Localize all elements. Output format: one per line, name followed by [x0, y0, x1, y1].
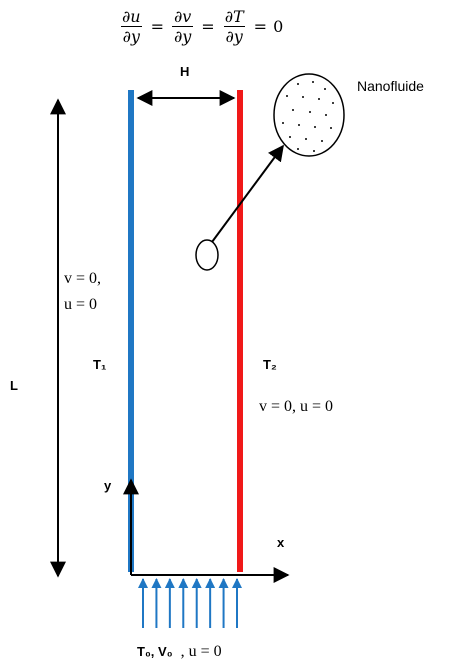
- inlet-condition: T₀, V₀ , u = 0: [137, 643, 222, 661]
- nanofluid-zoom-circle: [273, 73, 345, 157]
- fraction-denominator: ∂y: [171, 25, 194, 46]
- right-wall-temperature: T₂: [263, 357, 277, 372]
- fraction-denominator: ∂y: [223, 25, 245, 46]
- left-wall-temperature: T₁: [93, 357, 107, 372]
- fraction-numerator: ∂v: [173, 6, 192, 26]
- zoom-pointer-arrow: [211, 144, 284, 243]
- equals-sign: =: [201, 16, 215, 36]
- equation-rhs: 0: [273, 16, 284, 36]
- x-axis-label: x: [277, 535, 285, 550]
- y-axis-label: y: [104, 478, 112, 493]
- right-wall-bc: v = 0, u = 0: [259, 398, 334, 415]
- inflow-arrows: [138, 578, 242, 628]
- width-label: H: [180, 64, 190, 79]
- nanoparticle-dots: [282, 81, 334, 152]
- left-wall-bc-line1: v = 0,: [64, 270, 102, 287]
- equals-sign: =: [253, 16, 268, 36]
- fraction-du-dy: ∂u ∂y: [120, 7, 143, 46]
- left-wall-bc-line2: u = 0: [64, 296, 98, 313]
- particle-ellipse: [195, 239, 219, 271]
- fraction-dT-dy: ∂T ∂y: [223, 7, 246, 46]
- inlet-temperature-velocity: T₀, V₀: [137, 644, 173, 659]
- fraction-numerator: ∂T: [224, 6, 244, 26]
- inlet-u-condition: , u = 0: [180, 643, 222, 660]
- equals-sign: =: [150, 16, 164, 36]
- nanofluid-label: Nanofluide: [357, 78, 424, 94]
- fraction-numerator: ∂u: [122, 6, 141, 26]
- fraction-denominator: ∂y: [120, 25, 142, 46]
- length-label: L: [10, 378, 18, 393]
- boundary-equation: ∂u ∂y = ∂v ∂y = ∂T ∂y = 0: [118, 4, 283, 48]
- fraction-dv-dy: ∂v ∂y: [171, 6, 194, 46]
